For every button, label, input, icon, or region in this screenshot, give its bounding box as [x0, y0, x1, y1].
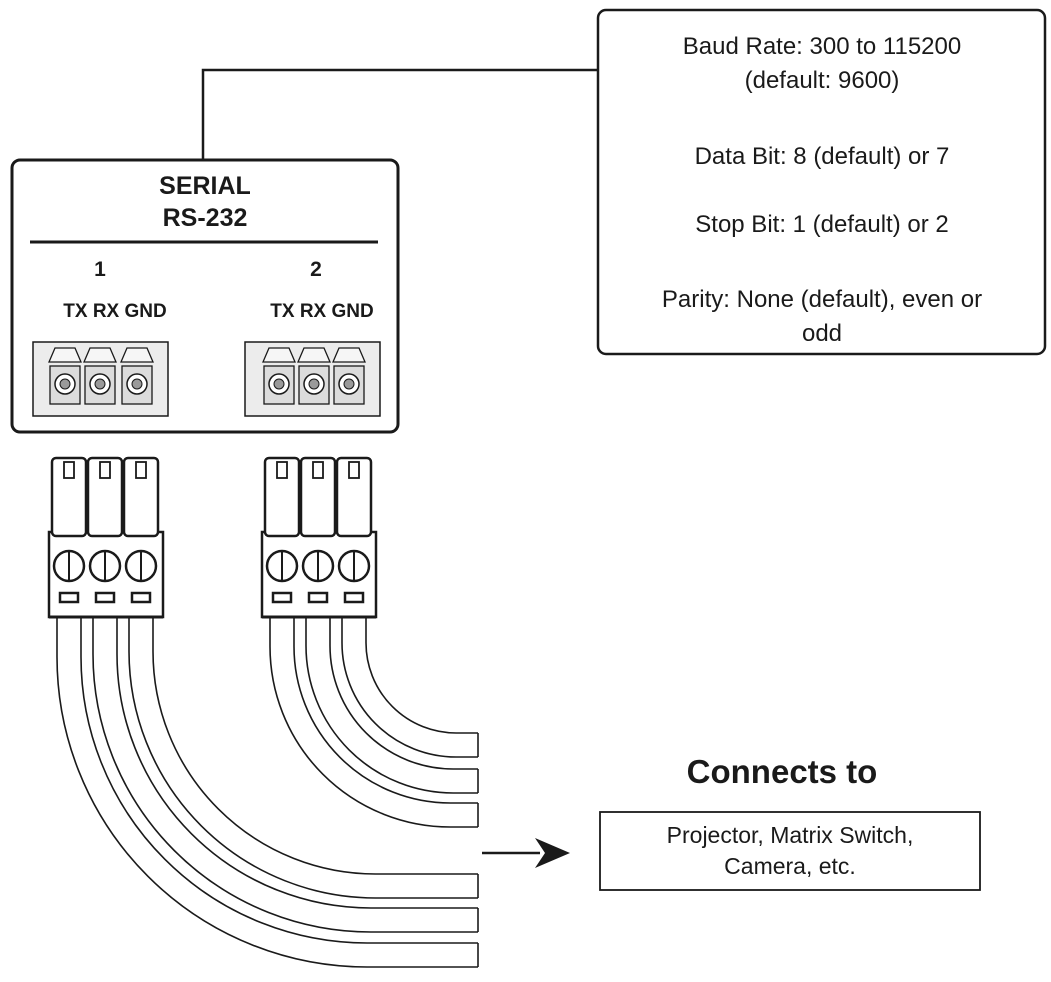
terminal-screws	[48, 347, 366, 405]
port-2-terminal-1-screw-head	[273, 378, 285, 390]
port-2-plug-pin-3-latch	[343, 591, 365, 604]
connects-to-devices-line2: Camera, etc.	[724, 853, 856, 879]
port-1-plug-pin-2-slot	[99, 461, 111, 479]
port-2-wire-3-inner	[365, 618, 478, 734]
port-1-plug-pin-1-prong	[50, 456, 88, 538]
port-2-plug-pin-2-slot	[312, 461, 324, 479]
connection-arrow	[482, 838, 570, 868]
port-2-wire-1-outer	[269, 618, 478, 828]
port-1-plug-pin-2-prong	[86, 456, 124, 538]
port-1-wire-1-outer	[56, 618, 478, 968]
port-2-plug-pin-3-prong	[335, 456, 373, 538]
data-bit-text: Data Bit: 8 (default) or 7	[695, 143, 950, 170]
port-2-plug-pin-1-slot	[276, 461, 288, 479]
port-2-plug-pin-2-prong	[299, 456, 337, 538]
baud-rate-text: Baud Rate: 300 to 115200	[683, 33, 961, 60]
port-2-plug-pin-2-latch	[307, 591, 329, 604]
port-1-wire-1-inner	[80, 618, 478, 944]
port-1-terminal-3-screw-head	[131, 378, 143, 390]
port-2-plug-pin-3-slot	[348, 461, 360, 479]
port-1-wire-3-inner	[152, 618, 478, 875]
port-2-plug-pin-1-latch	[271, 591, 293, 604]
connects-to-heading: Connects to	[687, 753, 878, 790]
port-1-plug	[47, 456, 165, 619]
port-1-pin-labels: TX RX GND	[63, 301, 166, 322]
device-title-serial: SERIAL	[159, 172, 251, 200]
port-1-terminal-3-clamp	[120, 347, 154, 363]
port-2-number: 2	[310, 258, 322, 281]
port-2-plug-pin-1-prong	[263, 456, 301, 538]
port-1-wire-3-outer	[128, 618, 478, 899]
port-2-terminal-3-screw-head	[343, 378, 355, 390]
port-2-terminal-2-screw-head	[308, 378, 320, 390]
port-1-plug-pin-1-slot	[63, 461, 75, 479]
port-1-number: 1	[94, 258, 106, 281]
port-2-wire-2-inner	[329, 618, 478, 770]
stop-bit-text: Stop Bit: 1 (default) or 2	[695, 211, 948, 238]
connects-to-devices-line1: Projector, Matrix Switch,	[667, 822, 914, 848]
connects-to-box: Projector, Matrix Switch, Camera, etc.	[599, 811, 981, 891]
baud-default-text: (default: 9600)	[745, 67, 900, 94]
port-1-terminal-2-screw-head	[94, 378, 106, 390]
parity-text-cont: odd	[802, 320, 842, 347]
port-1-plug-pin-3-slot	[135, 461, 147, 479]
port-1-plug-pin-1-latch	[58, 591, 80, 604]
port-1-wires	[56, 618, 479, 968]
port-1-plug-pin-2-latch	[94, 591, 116, 604]
port-2-plug	[260, 456, 378, 619]
device-title-rs232: RS-232	[163, 204, 248, 232]
port-1-wire-2-inner	[116, 618, 478, 909]
port-2-wire-3-outer	[341, 618, 478, 758]
port-2-terminal-1-clamp	[262, 347, 296, 363]
port-2-wire-1-inner	[293, 618, 478, 804]
port-2-wire-2-outer	[305, 618, 478, 794]
settings-box: Baud Rate: 300 to 115200 (default: 9600)…	[596, 8, 1047, 356]
port-2-terminal-2-clamp	[297, 347, 331, 363]
serial-device-panel: SERIAL RS-232 1 TX RX GND 2 TX RX GND	[10, 158, 400, 434]
port-2-terminal-3-clamp	[332, 347, 366, 363]
port-1-terminal-1-screw-head	[59, 378, 71, 390]
port-2-wires	[269, 618, 479, 828]
port-2-pin-labels: TX RX GND	[270, 301, 373, 322]
port-1-wire-2-outer	[92, 618, 478, 933]
settings-leader-line	[201, 68, 598, 160]
port-1-plug-pin-3-latch	[130, 591, 152, 604]
port-1-terminal-1-clamp	[48, 347, 82, 363]
port-1-plug-pin-3-prong	[122, 456, 160, 538]
port-1-terminal-2-clamp	[83, 347, 117, 363]
parity-text: Parity: None (default), even or	[662, 286, 982, 313]
